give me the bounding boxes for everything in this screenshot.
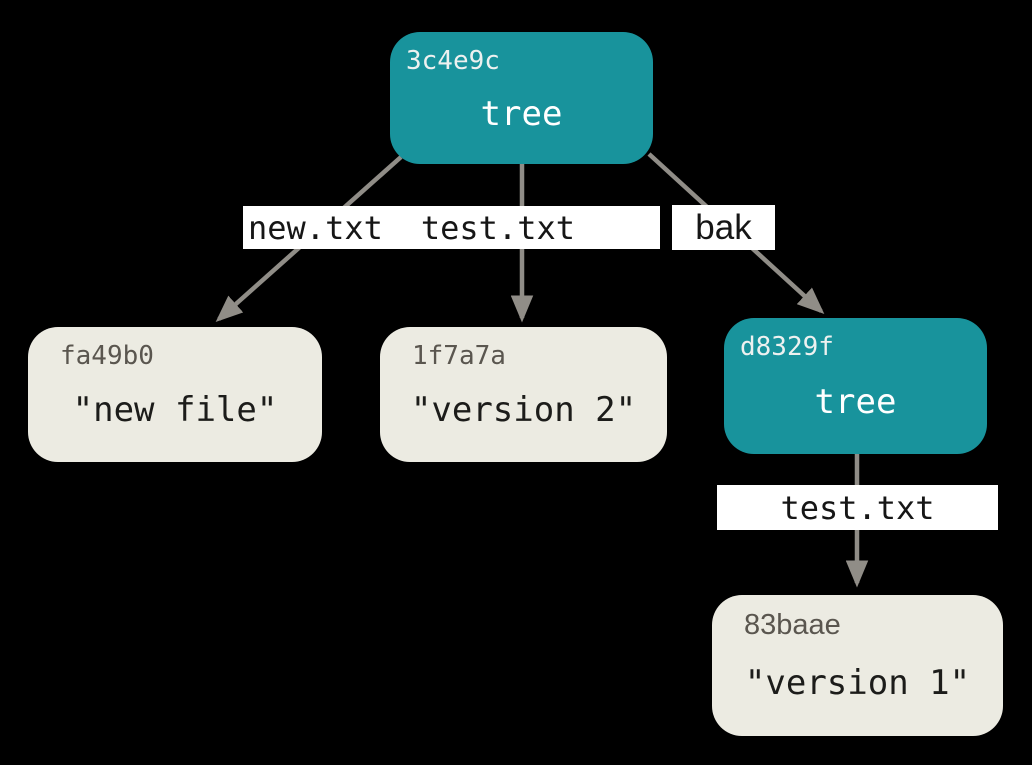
blob-content-label: "version 2" (410, 390, 637, 431)
edge-label-testtxt-lower: test.txt (717, 485, 998, 530)
object-hash: d8329f (740, 332, 834, 362)
blob-content-label: "new file" (72, 390, 278, 431)
blob-node-fa49b0: fa49b0 "new file" (28, 327, 322, 462)
tree-node-3c4e9c: 3c4e9c tree (390, 32, 653, 164)
blob-node-1f7a7a: 1f7a7a "version 2" (380, 327, 667, 462)
blob-content-label: "version 1" (744, 662, 971, 703)
tree-node-d8329f: d8329f tree (724, 318, 987, 454)
object-hash: 83baae (744, 609, 841, 641)
object-type-label: tree (814, 381, 897, 422)
object-hash: 1f7a7a (412, 341, 506, 371)
edge-label-testtxt: test.txt (420, 208, 575, 247)
edge-label-newtxt-testtxt: new.txt test.txt (243, 206, 660, 249)
edge-label-bak: bak (672, 205, 775, 250)
edge-label-newtxt: new.txt (248, 208, 383, 247)
object-type-label: tree (480, 93, 563, 134)
object-hash: fa49b0 (60, 341, 154, 371)
object-hash: 3c4e9c (406, 46, 500, 76)
blob-node-83baae: 83baae "version 1" (712, 595, 1003, 736)
